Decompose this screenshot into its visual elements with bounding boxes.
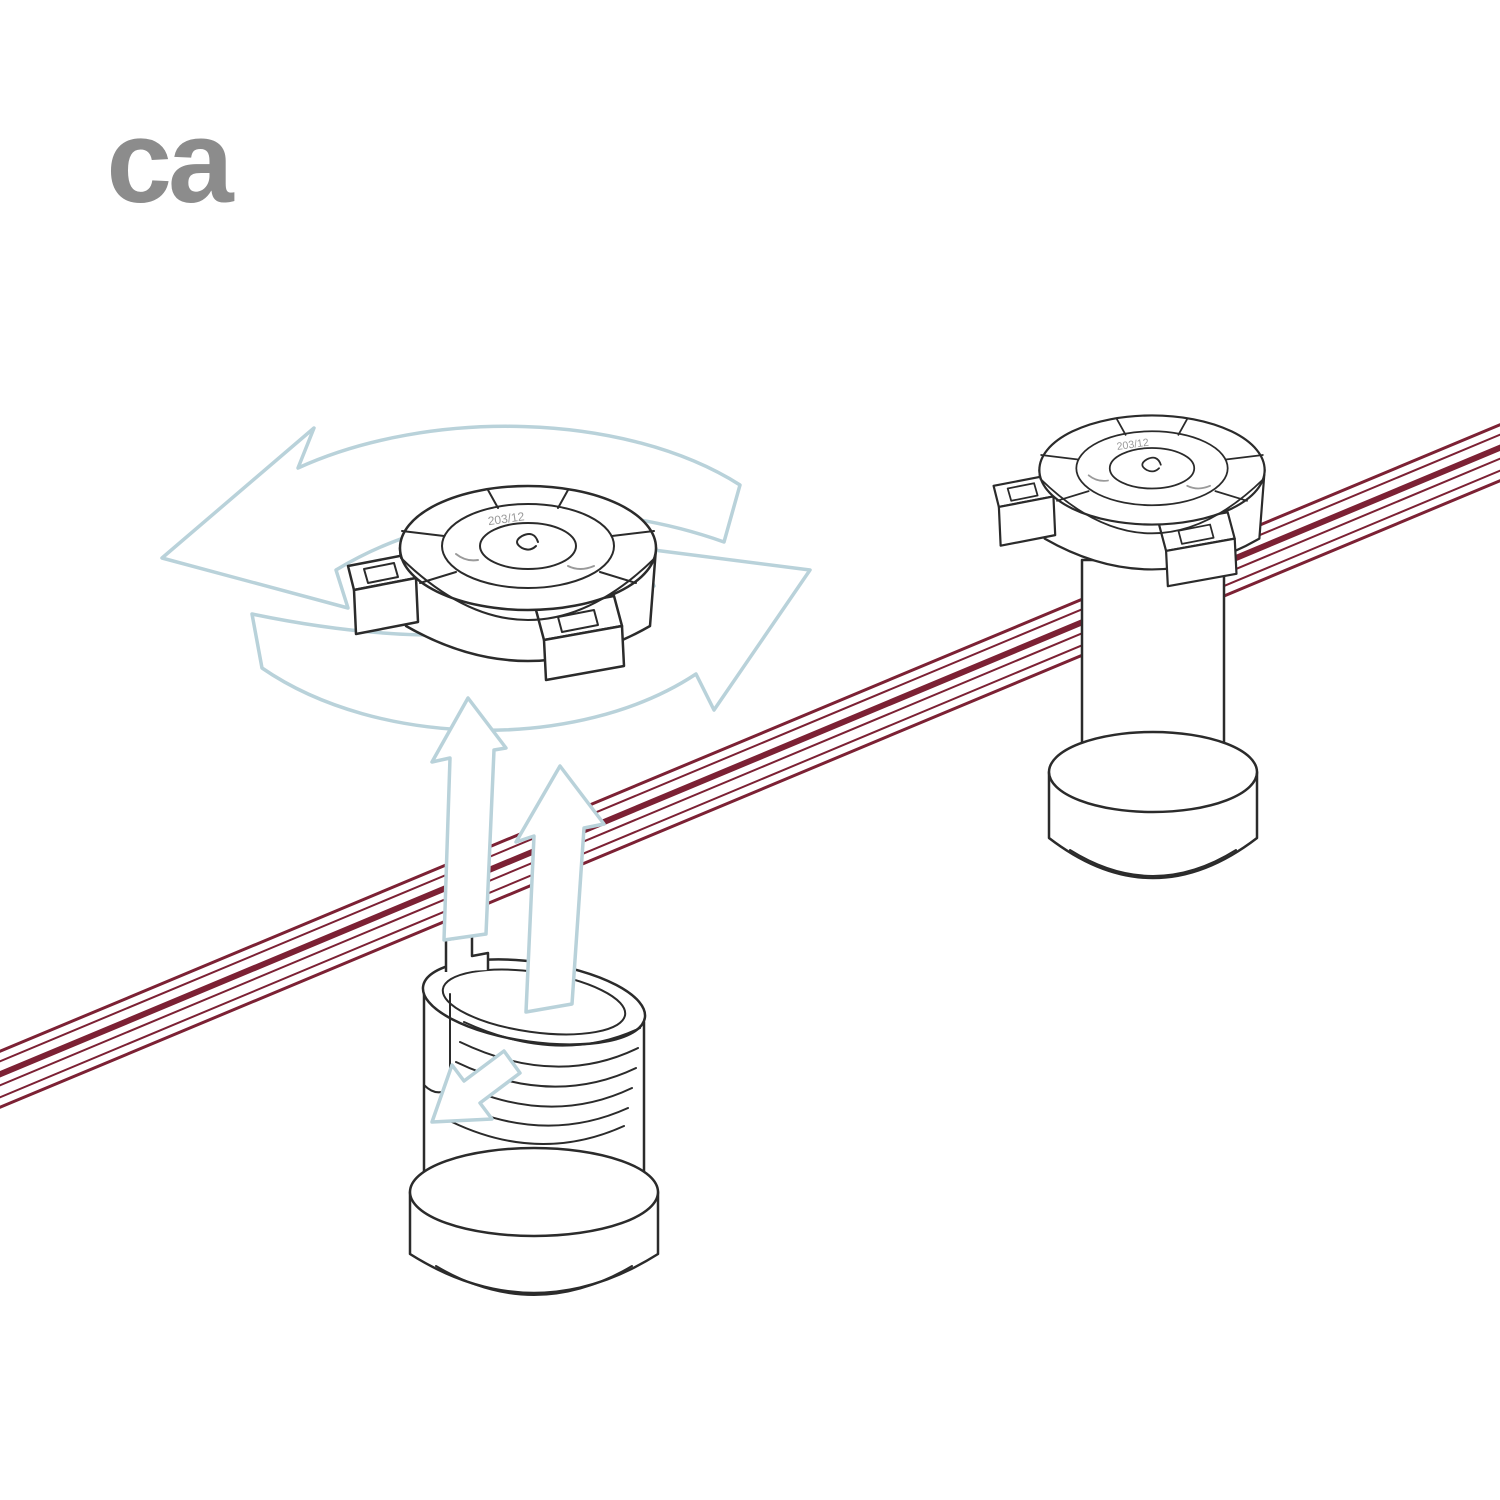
holder-flange-step [1069,849,1237,877]
socket-flange-top [408,1146,660,1238]
insert-arrow-left [430,696,508,942]
socket-rim-notch [444,934,490,972]
cable-strand [0,479,1500,1109]
socket-thread [463,1021,641,1047]
cable-strand [0,457,1500,1087]
socket-thread [451,1121,625,1145]
socket-flange-step [435,1265,633,1296]
cable-strand [0,469,1500,1099]
logo-text: ca [106,96,235,228]
logo: ca [87,81,249,243]
assembled-holder [992,414,1266,880]
logo-rope-ring [87,81,249,243]
up-arrows [430,696,606,1124]
cable [0,423,1500,1109]
insert-arrow-right [514,764,606,1014]
cable-strand [0,423,1500,1053]
cable-strand [0,433,1500,1063]
thread-direction-arrow [430,1049,522,1124]
cable-strand [0,444,1500,1078]
holder-flange-top [1047,730,1259,814]
socket-thread [459,1041,639,1068]
